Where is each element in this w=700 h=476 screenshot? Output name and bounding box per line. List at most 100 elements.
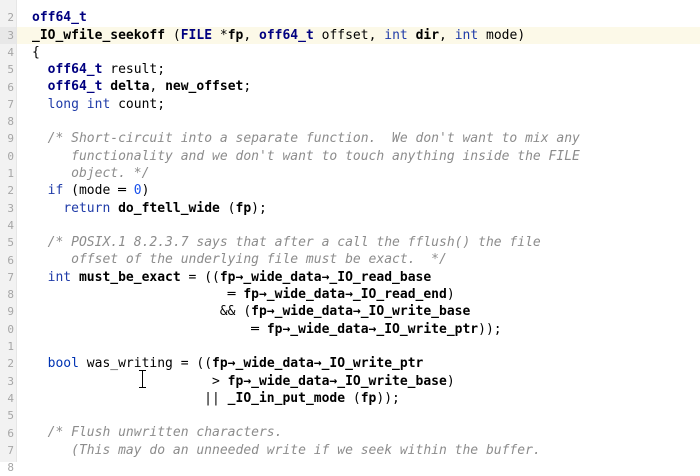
code-token	[110, 201, 118, 216]
line-number: 4	[7, 218, 14, 232]
code-line[interactable]: return do_ftell_wide (fp);	[32, 200, 580, 217]
line-number: 7	[7, 443, 14, 457]
code-line[interactable]	[32, 217, 580, 234]
code-token: = ((	[180, 269, 220, 285]
code-token: (	[165, 27, 181, 43]
code-line[interactable]: && (fp→_wide_data→_IO_write_base	[32, 303, 580, 320]
code-editor[interactable]: off64_t_IO_wfile_seekoff (FILE *fp, off6…	[32, 9, 580, 459]
code-line[interactable]: /* POSIX.1 8.2.3.7 says that after a cal…	[32, 234, 580, 251]
code-token: count;	[110, 96, 166, 112]
line-number: 2	[7, 184, 14, 198]
code-token	[32, 131, 48, 146]
code-token	[32, 425, 48, 440]
line-number: 5	[7, 236, 14, 250]
code-token: ,	[149, 79, 166, 95]
code-line[interactable]: ═ fp→_wide_data→_IO_read_end)	[32, 286, 580, 303]
code-line[interactable]	[32, 338, 580, 355]
code-line[interactable]: /* Flush unwritten characters.	[32, 424, 580, 441]
code-line[interactable]: int must_be_exact = ((fp→_wide_data→_IO_…	[32, 269, 580, 286]
code-token: ═	[32, 287, 244, 303]
line-number: 3	[7, 201, 14, 215]
code-token: ═	[32, 321, 267, 337]
line-number: 4	[7, 391, 14, 405]
code-token	[32, 270, 48, 285]
line-number: 2	[7, 11, 14, 25]
code-token: dir	[415, 27, 440, 43]
code-token: fp	[235, 200, 252, 216]
text-cursor-ibeam	[139, 370, 146, 388]
code-line[interactable]	[32, 407, 580, 424]
code-token: fp	[360, 390, 377, 406]
code-token: /* Short-circuit into a separate functio…	[47, 131, 580, 147]
line-number: 1	[7, 167, 14, 180]
line-number: 9	[7, 132, 14, 146]
line-number: 7	[7, 97, 14, 111]
code-token: )	[446, 287, 455, 303]
code-token: functionality and we don't want to touch…	[32, 148, 580, 164]
code-line[interactable]: object. */	[32, 165, 580, 182]
code-token: (mode ═	[63, 183, 134, 199]
code-token	[71, 270, 79, 285]
code-token: fp→_wide_data→_IO_write_ptr	[266, 321, 479, 337]
line-number: 4	[7, 45, 14, 59]
line-number: 5	[7, 409, 14, 423]
code-line[interactable]: long int count;	[32, 96, 580, 113]
code-line[interactable]: off64_t result;	[32, 61, 580, 78]
code-line[interactable]: {	[32, 44, 580, 61]
code-token: *	[212, 27, 228, 43]
code-token: mode)	[478, 27, 526, 43]
line-number: 3	[7, 28, 14, 42]
code-token: ,	[243, 27, 259, 43]
line-number: 6	[7, 80, 14, 94]
line-number: 8	[7, 115, 14, 129]
code-token: fp→_wide_data→_IO_write_base	[227, 373, 447, 389]
code-token	[32, 62, 48, 77]
code-line[interactable]: /* Short-circuit into a separate functio…	[32, 130, 580, 147]
code-token: {	[32, 44, 40, 60]
code-token: fp→_wide_data→_IO_read_base	[219, 269, 432, 285]
code-line[interactable]: offset of the underlying file must be ex…	[32, 251, 580, 268]
code-line[interactable]: > fp→_wide_data→_IO_write_base)	[32, 373, 580, 390]
current-line-highlight	[17, 26, 700, 44]
code-line[interactable]: (This may do an unneeded write if we see…	[32, 442, 580, 459]
code-line[interactable]: off64_t	[32, 9, 580, 26]
line-number: 3	[7, 374, 14, 388]
code-token	[32, 183, 48, 198]
code-token	[32, 79, 48, 94]
line-number: 5	[7, 63, 14, 77]
current-line-gutter-highlight	[0, 26, 16, 44]
code-token: && (	[32, 304, 252, 320]
code-token: long int	[47, 96, 111, 112]
code-token: fp→_wide_data→_IO_read_end	[243, 287, 447, 303]
code-line[interactable]: off64_t delta, new_offset;	[32, 78, 580, 95]
code-token: do_ftell_wide	[118, 200, 220, 216]
code-token	[32, 201, 63, 216]
code-line[interactable]: _IO_wfile_seekoff (FILE *fp, off64_t off…	[32, 27, 580, 44]
code-line[interactable]	[32, 113, 580, 130]
code-line[interactable]: functionality and we don't want to touch…	[32, 148, 580, 165]
code-token: int	[384, 27, 408, 43]
code-line[interactable]: || _IO_in_put_mode (fp));	[32, 390, 580, 407]
code-token: ));	[376, 390, 400, 406]
code-line[interactable]: ═ fp→_wide_data→_IO_write_ptr));	[32, 321, 580, 338]
code-token: ;	[243, 79, 252, 95]
line-number: 0	[7, 322, 14, 336]
code-token: object. */	[32, 165, 150, 181]
code-line[interactable]: bool was_writing = ((fp→_wide_data→_IO_w…	[32, 355, 580, 372]
code-token: (	[345, 390, 361, 406]
code-token: int	[454, 27, 479, 43]
code-token: ));	[478, 321, 502, 337]
code-token: off64_t	[259, 27, 314, 43]
code-token: result;	[102, 62, 166, 78]
code-token: fp→_wide_data→_IO_write_base	[251, 304, 471, 320]
code-token: );	[251, 200, 267, 216]
line-number: 0	[7, 149, 14, 163]
code-token: off64_t	[47, 62, 103, 78]
code-token: FILE	[180, 27, 213, 43]
code-line[interactable]: if (mode ═ 0)	[32, 182, 580, 199]
code-token: (	[219, 200, 236, 216]
code-token: fp→_wide_data→_IO_write_ptr	[212, 356, 424, 372]
code-token: offset of the underlying file must be ex…	[32, 252, 447, 268]
line-number-gutter	[0, 0, 16, 462]
code-token: /* POSIX.1 8.2.3.7 says that after a cal…	[47, 235, 541, 251]
